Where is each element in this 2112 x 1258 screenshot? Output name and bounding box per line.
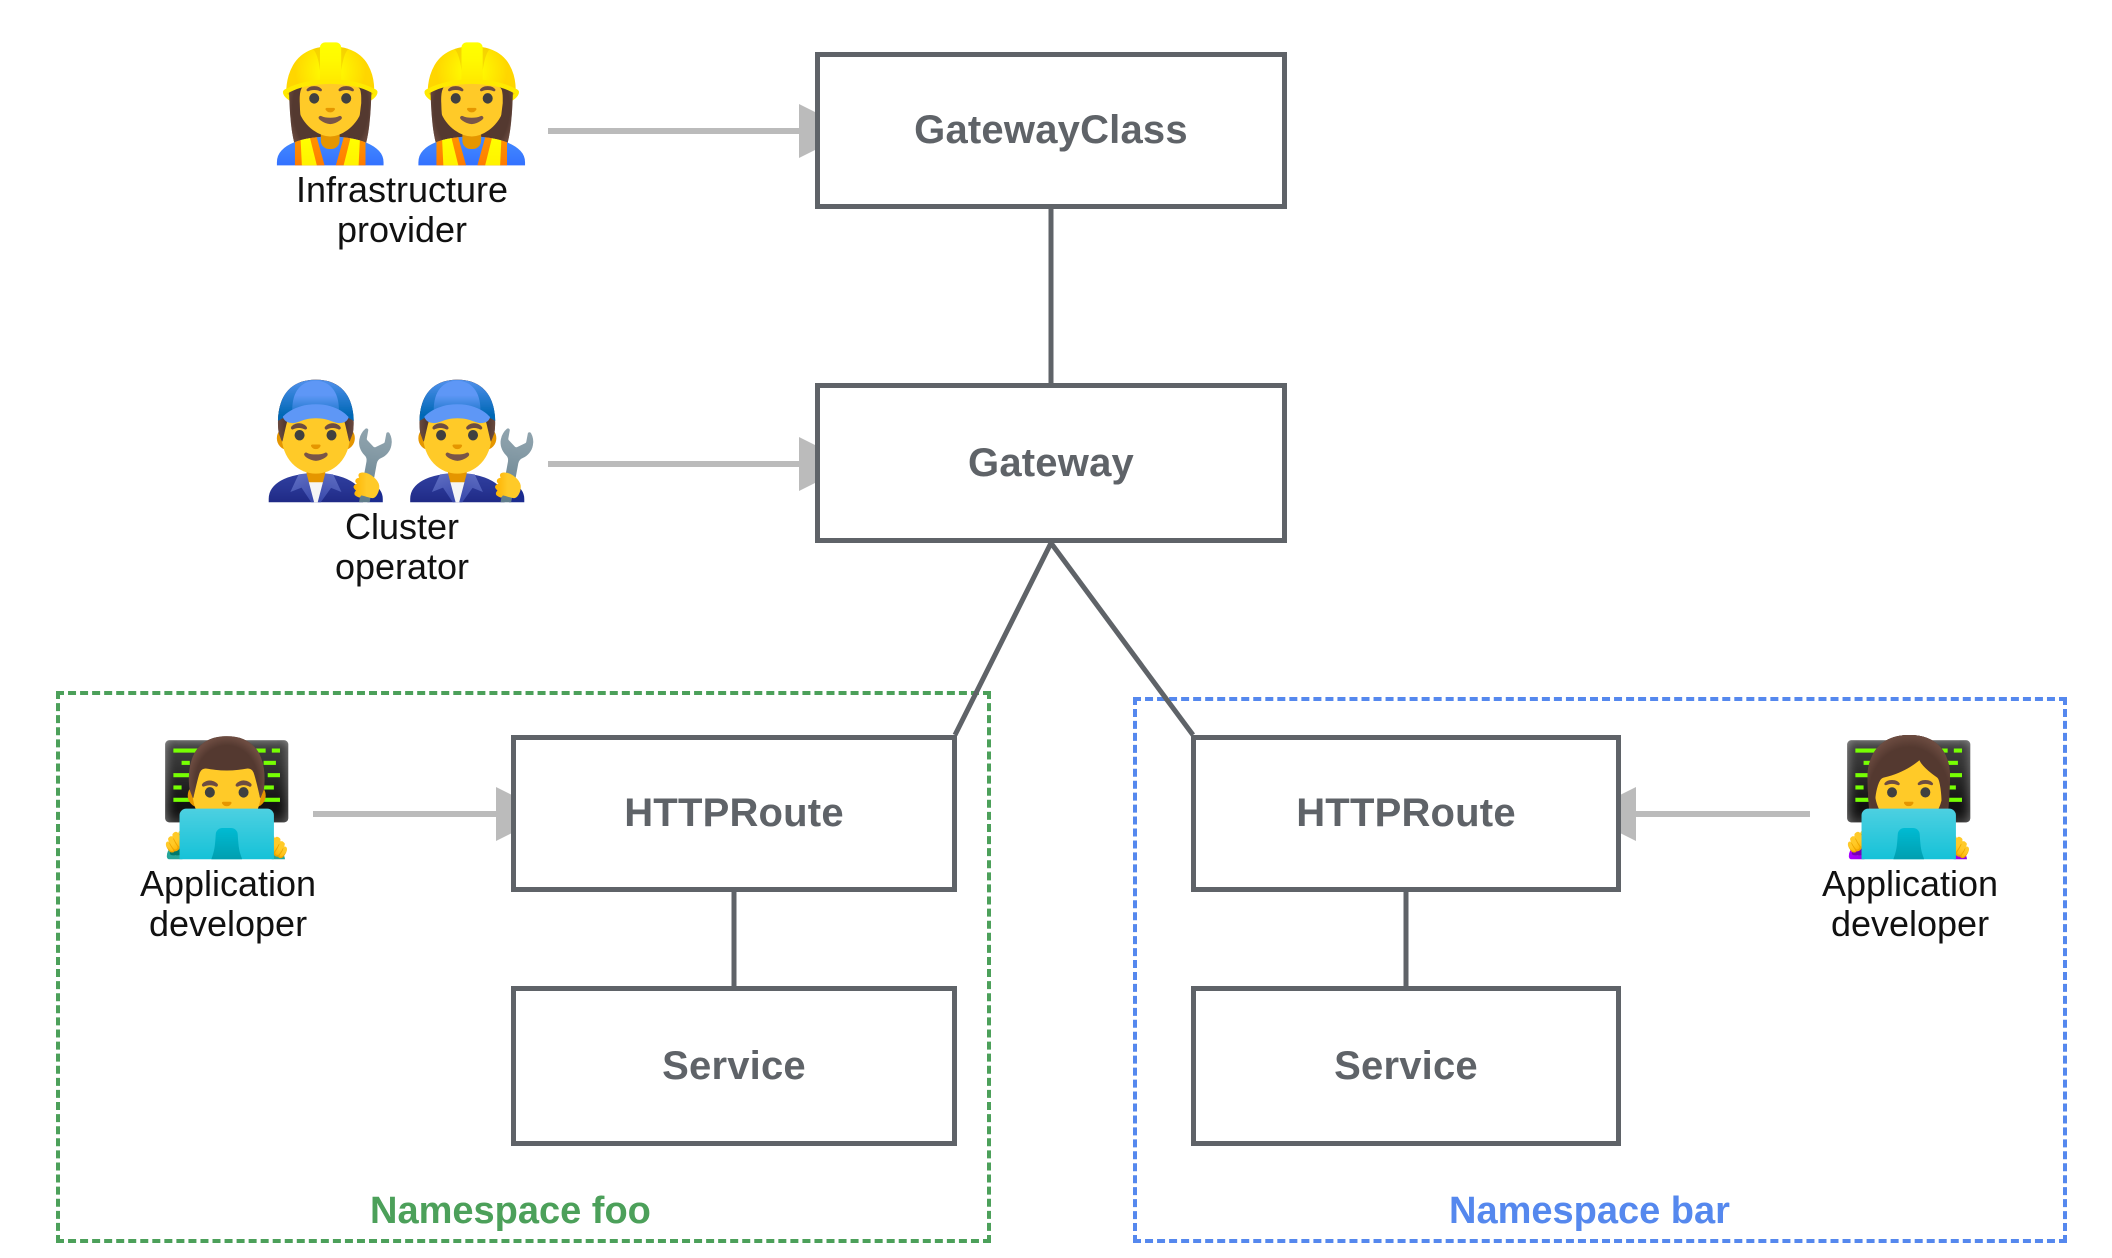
node-httproute-foo-label: HTTPRoute (624, 791, 844, 835)
mechanic-icon: 👨‍🔧👨‍🔧 (260, 376, 544, 506)
actor-application-developer-bar-caption: Application developer (1821, 863, 1999, 945)
actor-cluster-operator-caption: Cluster operator (334, 506, 470, 588)
namespace-label-bar: Namespace bar (1449, 1190, 1730, 1232)
node-gatewayclass[interactable]: GatewayClass (815, 52, 1287, 209)
node-gatewayclass-label: GatewayClass (914, 108, 1188, 152)
namespace-container-foo (56, 691, 991, 1243)
node-service-bar[interactable]: Service (1191, 986, 1621, 1146)
node-httproute-foo[interactable]: HTTPRoute (511, 735, 957, 892)
actor-infrastructure-provider: 👷‍♀️👷‍♀️ Infrastructure provider (260, 39, 544, 251)
technologist-icon: 👨‍💻 (157, 733, 299, 863)
node-httproute-bar-label: HTTPRoute (1296, 791, 1516, 835)
node-service-foo[interactable]: Service (511, 986, 957, 1146)
technologist-icon: 👩‍💻 (1839, 733, 1981, 863)
construction-worker-icon: 👷‍♀️👷‍♀️ (260, 39, 544, 169)
actor-application-developer-foo-caption: Application developer (139, 863, 317, 945)
node-gateway[interactable]: Gateway (815, 383, 1287, 543)
node-service-foo-label: Service (662, 1043, 806, 1088)
actor-infrastructure-provider-caption: Infrastructure provider (295, 169, 509, 251)
node-httproute-bar[interactable]: HTTPRoute (1191, 735, 1621, 892)
actor-cluster-operator: 👨‍🔧👨‍🔧 Cluster operator (260, 376, 544, 588)
actor-application-developer-foo: 👨‍💻 Application developer (108, 742, 348, 945)
node-gateway-label: Gateway (968, 440, 1134, 485)
node-service-bar-label: Service (1334, 1043, 1478, 1088)
namespace-label-foo: Namespace foo (370, 1190, 651, 1232)
namespace-container-bar (1133, 697, 2067, 1243)
actor-application-developer-bar: 👩‍💻 Application developer (1790, 742, 2030, 945)
